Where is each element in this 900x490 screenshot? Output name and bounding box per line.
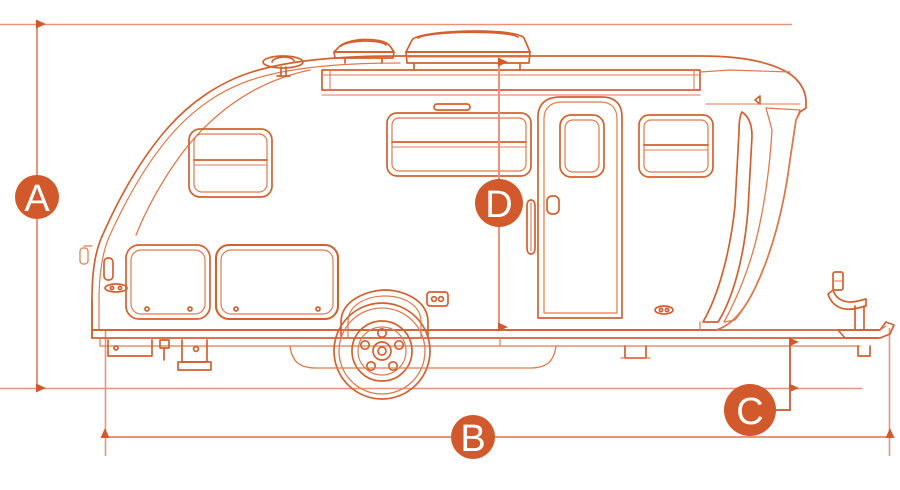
side-vent-strip (433, 103, 471, 111)
badge-label-b: B (460, 418, 485, 460)
badge-circle-b (451, 415, 495, 459)
entry-door (537, 96, 623, 319)
dimension-badges: A B C D (15, 175, 776, 460)
rear-marker (754, 95, 761, 105)
rear-ladder-bracket (827, 271, 867, 331)
stabilizer-jack (159, 339, 212, 371)
trailer-drawing (79, 30, 895, 400)
front-side-outlet (103, 257, 128, 293)
a-frame-hitch (79, 245, 93, 339)
awning-rail (321, 69, 791, 91)
wheel-arch (340, 289, 429, 339)
frame-brace (620, 345, 651, 359)
body-shell (91, 55, 807, 331)
badge-label-c: C (736, 391, 763, 433)
body-shell-inner (98, 62, 401, 331)
wheel (333, 302, 431, 400)
dimension-badge-a[interactable]: A (15, 175, 59, 220)
rear-bumper (837, 321, 895, 357)
door-window (559, 114, 605, 178)
badge-label-d: D (485, 184, 512, 226)
dimension-badge-c[interactable]: C (724, 384, 776, 436)
storage-compartment-front (125, 244, 211, 320)
entry-step (107, 339, 153, 357)
front-lower-curve (715, 285, 757, 331)
side-window (386, 112, 532, 177)
exterior-light (654, 305, 674, 315)
grab-handle (526, 199, 536, 255)
storage-compartment-rear (214, 243, 340, 321)
badge-circle-c (724, 384, 776, 436)
roof-vent (333, 38, 395, 64)
door-handle (546, 195, 560, 215)
roof-front-curve (135, 69, 311, 236)
dimension-lines (36, 19, 895, 438)
wheel-hub (351, 320, 413, 382)
roof-air-conditioner (405, 30, 531, 71)
city-water-inlet (426, 291, 449, 307)
dimension-badge-b[interactable]: B (451, 415, 495, 460)
chassis-frame (91, 329, 881, 347)
rear-fairing (702, 95, 801, 323)
badge-circle-d (475, 179, 523, 227)
badge-label-a: A (24, 178, 50, 220)
underbody-tank (289, 345, 557, 369)
front-window (188, 128, 273, 198)
roof-antenna (262, 55, 304, 77)
rear-window (638, 114, 714, 178)
dimension-badge-d[interactable]: D (475, 179, 523, 227)
badge-circle-a (15, 175, 59, 219)
extension-lines (0, 23, 891, 456)
